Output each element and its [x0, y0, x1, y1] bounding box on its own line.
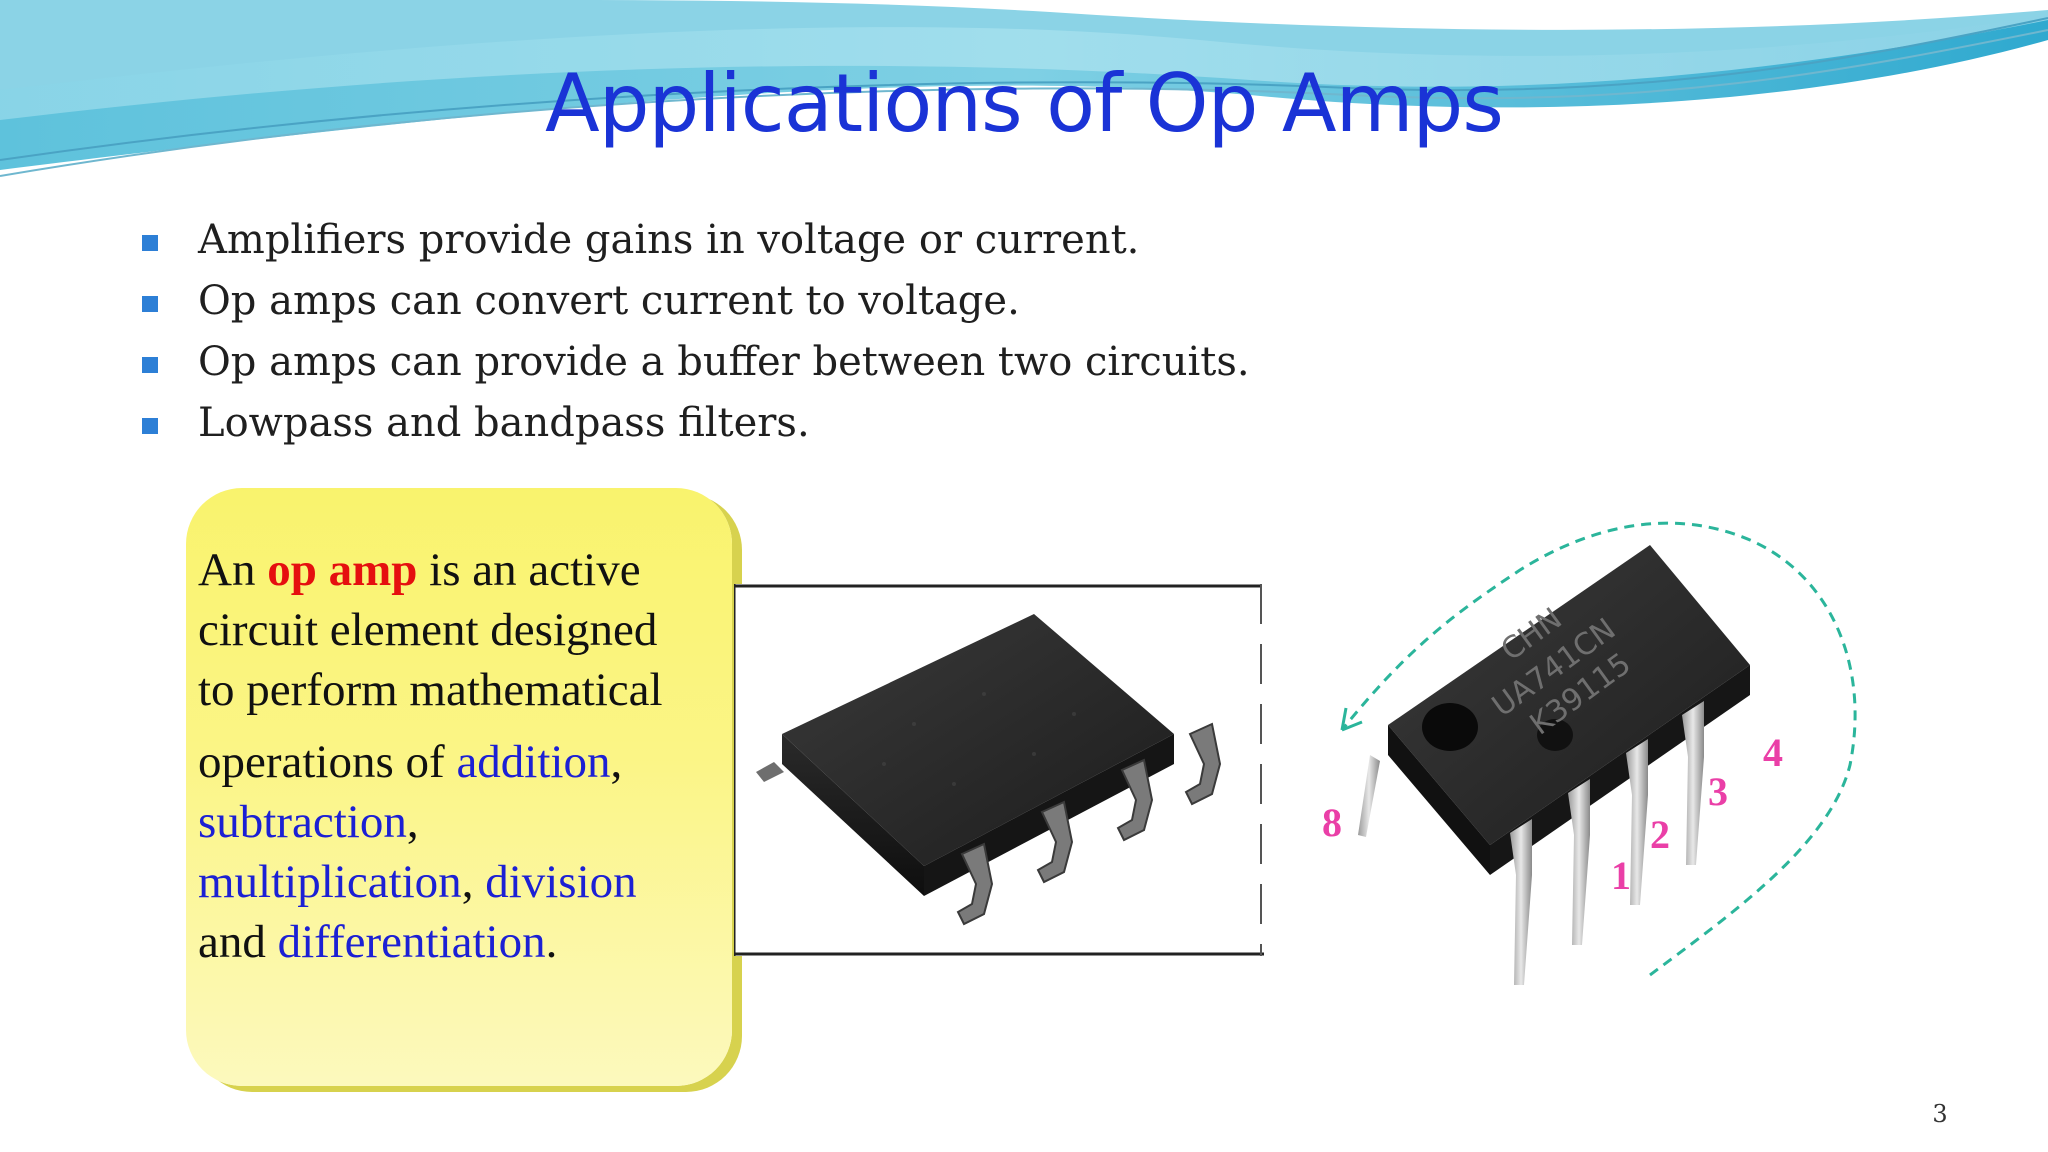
dip-chip-photo: CHN UA741CN K39115	[1340, 521, 1857, 985]
definition-line: subtraction,	[198, 792, 718, 852]
definition-text: An op amp is an active circuit element d…	[198, 540, 718, 972]
bullet-text: Lowpass and bandpass filters.	[198, 400, 810, 446]
definition-line: operations of addition,	[198, 732, 718, 792]
header-wave-decoration	[0, 0, 2048, 177]
definition-line: circuit element designed	[198, 604, 658, 656]
definition-line: multiplication, division	[198, 852, 718, 912]
term-differentiation: differentiation	[277, 916, 546, 968]
term-multiplication: multiplication	[198, 856, 462, 908]
definition-fragment: ,	[461, 856, 486, 908]
definition-fragment: is an active	[417, 544, 641, 596]
bullet-text: Op amps can provide a buffer between two…	[198, 339, 1250, 385]
definition-line: to perform mathematical	[198, 664, 663, 716]
pin-label-4: 4	[1763, 730, 1783, 775]
slide-title: Applications of Op Amps	[545, 57, 1504, 150]
bullet-item: Op amps can convert current to voltage.	[140, 271, 1250, 332]
definition-line: An op amp is an active	[198, 540, 718, 600]
term-subtraction: subtraction	[198, 796, 407, 848]
term-division: division	[485, 856, 637, 908]
square-bullet-icon	[142, 418, 158, 434]
term-addition: addition	[456, 736, 611, 788]
pin-label-1: 1	[1611, 853, 1631, 898]
bullet-item: Op amps can provide a buffer between two…	[140, 332, 1250, 393]
soic-chip-photo	[734, 584, 1264, 956]
bullet-item: Lowpass and bandpass filters.	[140, 393, 1250, 454]
bullet-text: Amplifiers provide gains in voltage or c…	[198, 217, 1140, 263]
definition-line: and differentiation.	[198, 912, 718, 972]
page-number: 3	[1932, 1100, 1948, 1128]
definition-fragment: An	[198, 544, 268, 596]
square-bullet-icon	[142, 235, 158, 251]
definition-fragment: ,	[610, 736, 623, 788]
square-bullet-icon	[142, 296, 158, 312]
term-op-amp: op amp	[267, 544, 418, 596]
definition-fragment: .	[545, 916, 558, 968]
pin-label-3: 3	[1708, 769, 1728, 814]
square-bullet-icon	[142, 357, 158, 373]
pin-label-8: 8	[1322, 800, 1342, 845]
bullet-item: Amplifiers provide gains in voltage or c…	[140, 210, 1250, 271]
definition-fragment: operations of	[198, 736, 457, 788]
definition-fragment: ,	[406, 796, 419, 848]
definition-fragment: and	[198, 916, 278, 968]
bullet-list: Amplifiers provide gains in voltage or c…	[140, 210, 1250, 454]
bullet-text: Op amps can convert current to voltage.	[198, 278, 1020, 324]
definition-callout-box	[186, 488, 732, 1086]
pin-label-2: 2	[1650, 812, 1670, 857]
